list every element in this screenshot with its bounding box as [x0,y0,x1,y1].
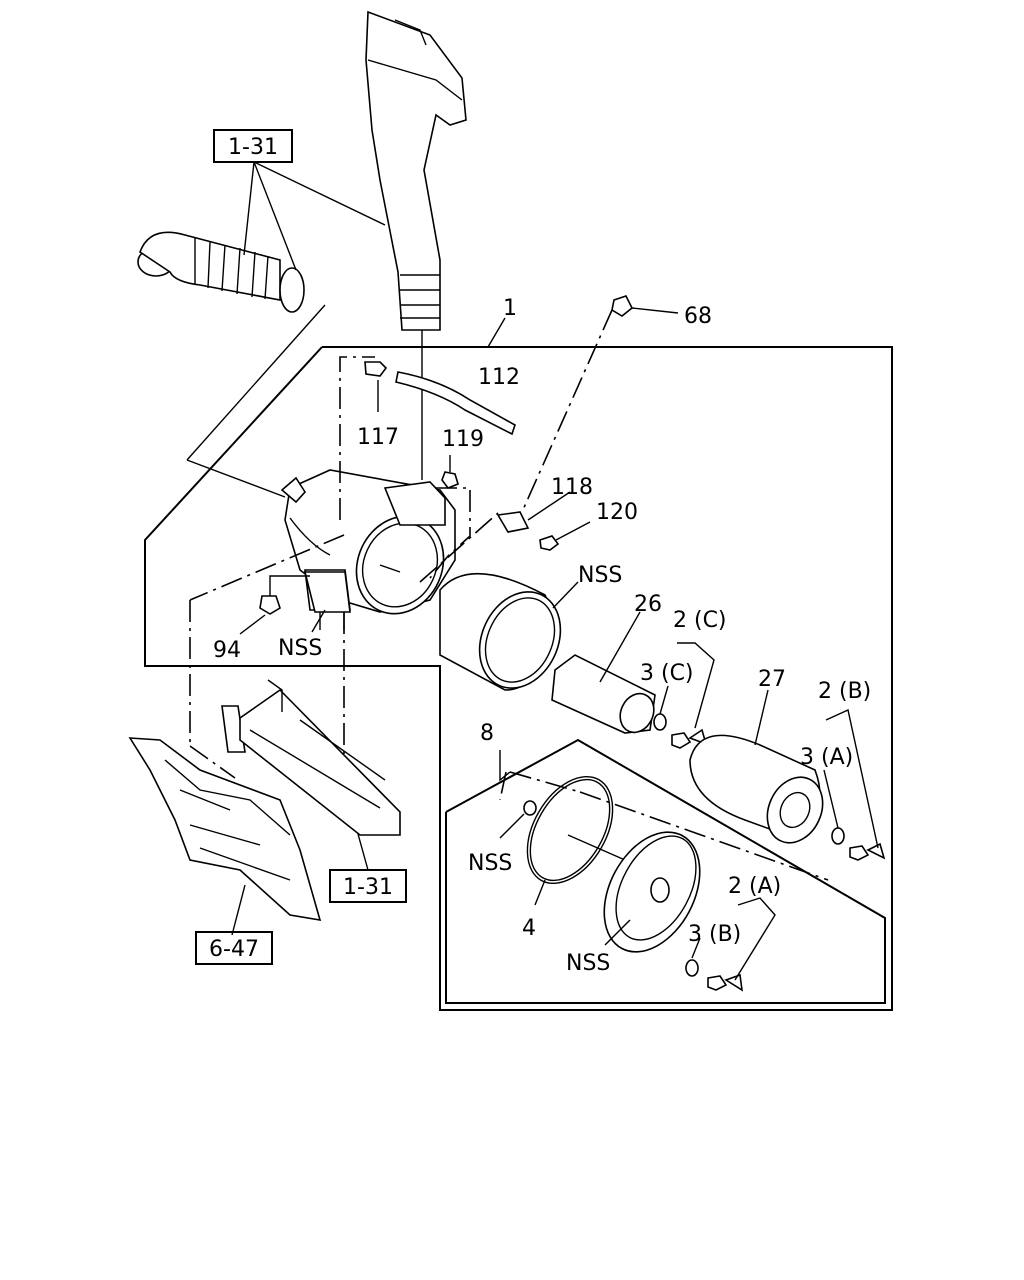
wing-nut-2b [825,709,886,861]
chassis-panel [128,737,322,936]
callout-8: 8 [480,721,494,746]
washer-3a [823,769,845,845]
callout-3b: 3 (B) [688,922,741,947]
intake-snorkel [365,10,467,480]
mounting-bracket-nss [303,571,351,633]
callout-112: 112 [478,365,520,390]
assembly-boundary-8 [445,738,886,1004]
callout-120: 120 [596,500,638,525]
gasket-nss [499,800,537,839]
callout-nss-bracket: NSS [278,636,322,661]
fitting-117 [364,361,388,412]
ref-label-6-47: 6-47 [209,937,259,962]
callout-nss-element: NSS [578,563,622,588]
frame-bracket [221,679,401,871]
cover-nss [603,831,701,953]
callout-nss-cover: NSS [566,951,610,976]
washer-3b [685,937,701,977]
ref-label-1-31-top: 1-31 [228,135,278,160]
element-housing-nss [439,572,579,691]
ref-box-6-47: 6-47 [195,931,273,965]
assembly-boundary-1 [144,346,893,1011]
callout-2b: 2 (B) [818,679,871,704]
callout-2c: 2 (C) [673,608,727,633]
outer-element-27 [689,689,824,844]
washer-3c [653,685,669,731]
leader-1 [487,317,506,348]
ref-box-1-31-bottom: 1-31 [329,869,407,903]
callout-26: 26 [634,592,662,617]
part-8-bracket [499,750,511,782]
callout-1: 1 [503,296,517,321]
fitting-68 [611,295,679,317]
intake-hose [137,231,305,313]
callout-2a: 2 (A) [728,874,781,899]
callout-4: 4 [522,916,536,941]
callout-118: 118 [551,475,593,500]
hose-112 [395,371,516,436]
nut-94 [239,575,310,635]
ref-label-1-31-bottom: 1-31 [343,875,393,900]
ref-1-31-leaders [186,161,386,498]
callout-3c: 3 (C) [640,661,694,686]
ref-box-1-31-top: 1-31 [213,129,293,163]
callout-68: 68 [684,304,712,329]
wing-nut-2c [671,642,715,749]
seal-ring-4 [526,775,626,906]
callout-117: 117 [357,425,399,450]
callout-nss-gasket: NSS [468,851,512,876]
nut-120 [539,521,591,551]
wing-nut-2a [707,897,776,992]
callout-119: 119 [442,427,484,452]
air-cleaner-housing [280,469,456,615]
bracket-118 [496,491,571,533]
callout-3a: 3 (A) [800,745,853,770]
bolt-119 [441,455,459,489]
callout-94: 94 [213,638,241,663]
callout-27: 27 [758,667,786,692]
inner-element-26 [551,611,656,734]
